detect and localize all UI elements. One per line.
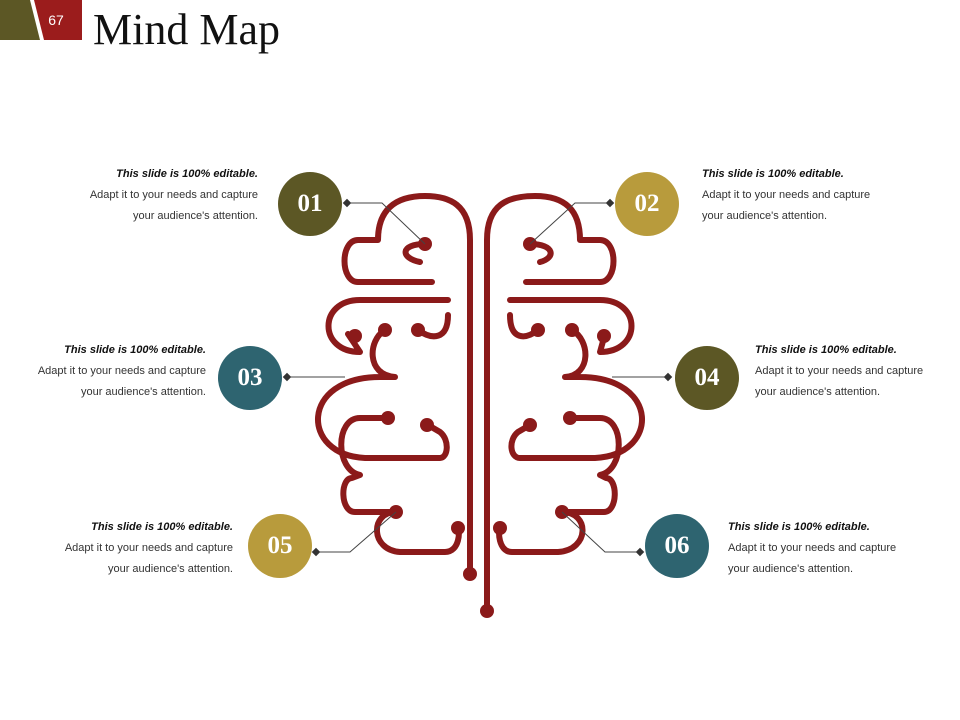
- text-block-line: your audience's attention.: [755, 386, 881, 398]
- text-block-06: This slide is 100% editable. Adapt it to…: [728, 517, 960, 580]
- brain-circuit-nodes: [348, 237, 611, 618]
- text-block-line: your audience's attention.: [728, 563, 854, 575]
- text-block-heading: This slide is 100% editable.: [755, 344, 897, 356]
- node-05: 05: [248, 514, 312, 578]
- text-block-heading: This slide is 100% editable.: [91, 521, 233, 533]
- brain-circuit-lines: [315, 193, 645, 613]
- text-block-line: your audience's attention.: [132, 210, 258, 222]
- text-block-01: This slide is 100% editable. Adapt it to…: [18, 164, 258, 227]
- text-block-line: Adapt it to your needs and capture: [728, 542, 897, 554]
- text-block-05: This slide is 100% editable. Adapt it to…: [0, 517, 233, 580]
- node-04: 04: [675, 346, 739, 410]
- text-block-heading: This slide is 100% editable.: [702, 168, 844, 180]
- text-block-line: your audience's attention.: [702, 210, 828, 222]
- text-block-line: Adapt it to your needs and capture: [755, 365, 924, 377]
- text-block-heading: This slide is 100% editable.: [64, 344, 206, 356]
- text-block-04: This slide is 100% editable. Adapt it to…: [755, 340, 960, 403]
- node-01: 01: [278, 172, 342, 236]
- text-block-line: Adapt it to your needs and capture: [702, 189, 871, 201]
- slide-title: Mind Map: [93, 5, 280, 54]
- text-block-03: This slide is 100% editable. Adapt it to…: [0, 340, 206, 403]
- node-03: 03: [218, 346, 282, 410]
- slide-number-tab: [0, 0, 82, 40]
- connector-lines: [287, 202, 668, 553]
- node-02: 02: [615, 172, 679, 236]
- text-block-line: Adapt it to your needs and capture: [89, 189, 258, 201]
- slide-number: 67: [48, 12, 64, 28]
- text-block-02: This slide is 100% editable. Adapt it to…: [702, 164, 942, 227]
- text-block-heading: This slide is 100% editable.: [116, 168, 258, 180]
- node-06: 06: [645, 514, 709, 578]
- text-block-line: your audience's attention.: [80, 386, 206, 398]
- text-block-line: Adapt it to your needs and capture: [64, 542, 233, 554]
- text-block-heading: This slide is 100% editable.: [728, 521, 870, 533]
- text-block-line: your audience's attention.: [107, 563, 233, 575]
- text-block-line: Adapt it to your needs and capture: [37, 365, 206, 377]
